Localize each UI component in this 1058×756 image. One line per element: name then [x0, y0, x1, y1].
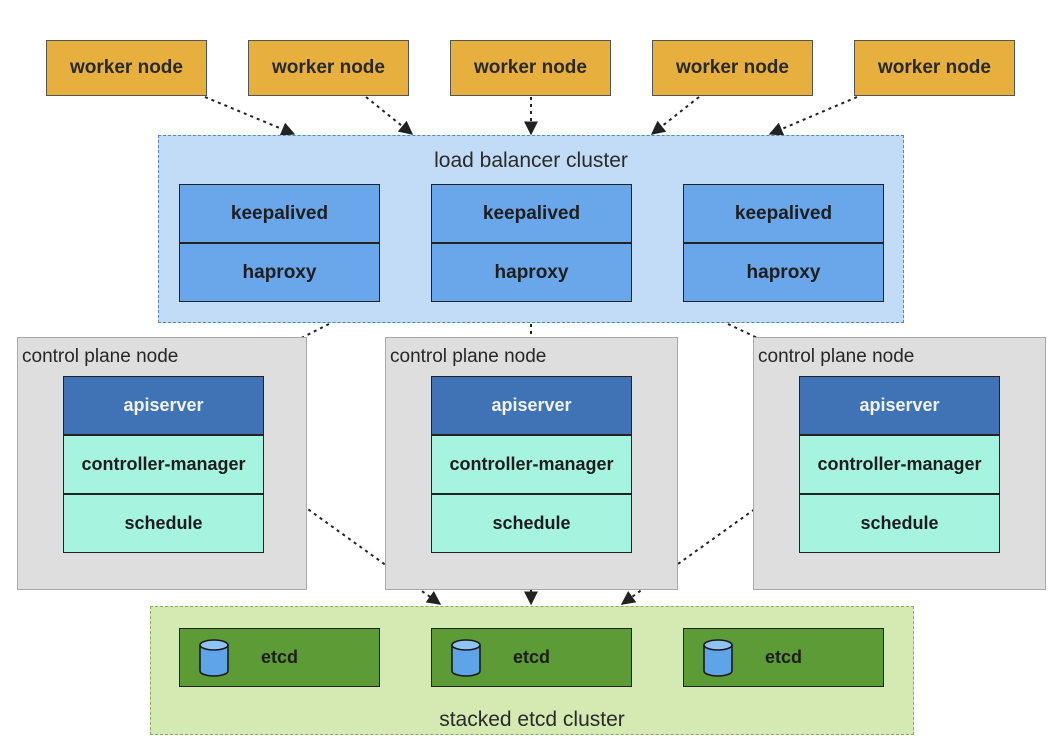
- worker-5-to-lb-arrow: [768, 96, 858, 136]
- etcd-box-2: etcd: [431, 628, 632, 687]
- apiserver-box-3: apiserver: [799, 376, 1000, 435]
- worker-4-to-lb-arrow: [650, 96, 700, 135]
- scheduler-box-3: schedule: [799, 494, 1000, 553]
- database-icon: [199, 639, 229, 677]
- etcd-box-1: etcd: [179, 628, 380, 687]
- keepalived-box-2: keepalived: [431, 184, 632, 243]
- controller-manager-box-3: controller-manager: [799, 435, 1000, 494]
- controller-manager-box-1: controller-manager: [63, 435, 264, 494]
- database-icon: [451, 639, 481, 677]
- worker-2-to-lb-arrow: [365, 96, 414, 135]
- haproxy-box-2: haproxy: [431, 243, 632, 302]
- haproxy-box-1: haproxy: [179, 243, 380, 302]
- scheduler-box-1: schedule: [63, 494, 264, 553]
- control-plane-node-label: control plane node: [758, 346, 915, 367]
- scheduler-box-2: schedule: [431, 494, 632, 553]
- worker-node-4: worker node: [652, 40, 813, 96]
- controller-manager-box-2: controller-manager: [431, 435, 632, 494]
- worker-node-3: worker node: [450, 40, 611, 96]
- etcd-cluster-title: stacked etcd cluster: [439, 708, 625, 731]
- etcd-label: etcd: [512, 647, 550, 667]
- worker-1-to-lb-arrow: [204, 96, 296, 136]
- control-plane-node-label: control plane node: [22, 346, 179, 367]
- etcd-box-3: etcd: [683, 628, 884, 687]
- apiserver-box-2: apiserver: [431, 376, 632, 435]
- keepalived-box-3: keepalived: [683, 184, 884, 243]
- haproxy-box-3: haproxy: [683, 243, 884, 302]
- worker-node-2: worker node: [248, 40, 409, 96]
- worker-node-1: worker node: [46, 40, 207, 96]
- control-plane-node-label: control plane node: [390, 346, 547, 367]
- worker-node-5: worker node: [854, 40, 1015, 96]
- etcd-label: etcd: [260, 647, 298, 667]
- load-balancer-cluster-title: load balancer cluster: [434, 149, 628, 172]
- database-icon: [703, 639, 733, 677]
- etcd-label: etcd: [764, 647, 802, 667]
- keepalived-box-1: keepalived: [179, 184, 380, 243]
- apiserver-box-1: apiserver: [63, 376, 264, 435]
